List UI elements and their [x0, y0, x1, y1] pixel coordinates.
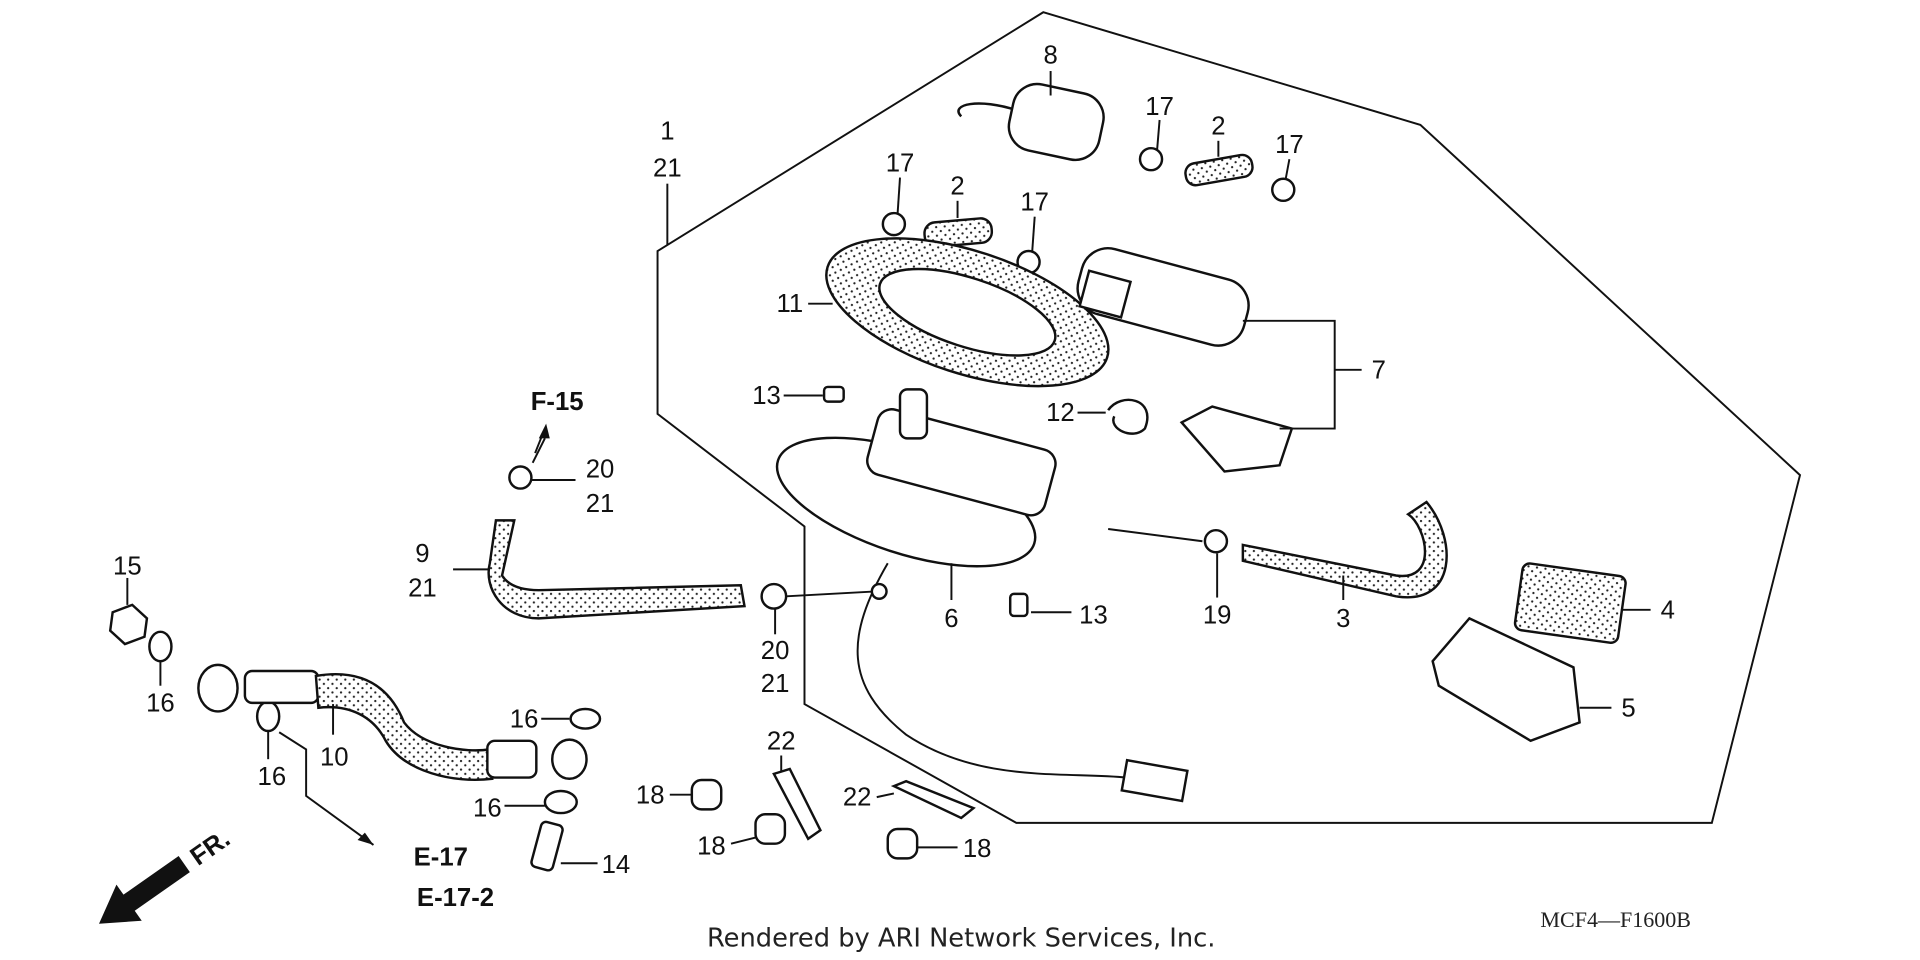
callout-16[interactable]: 16: [510, 705, 539, 733]
callout-18[interactable]: 18: [636, 781, 665, 809]
hose-clamp-part[interactable]: [760, 582, 888, 635]
nut-part[interactable]: [886, 827, 958, 860]
callout-17[interactable]: 17: [1145, 93, 1174, 121]
callout-20[interactable]: 20: [586, 456, 615, 484]
callout-17[interactable]: 17: [1020, 189, 1049, 217]
reference-e17-2[interactable]: E-17-2: [417, 884, 494, 912]
washer-part[interactable]: [541, 707, 602, 730]
front-label: FR.: [185, 825, 235, 872]
callout-22[interactable]: 22: [843, 784, 872, 812]
reference-arrow-e17: [278, 731, 375, 846]
fuel-pump-part[interactable]: [1072, 242, 1362, 473]
hose-part[interactable]: [1184, 140, 1254, 187]
callout-16[interactable]: 16: [258, 763, 287, 791]
callout-2[interactable]: 2: [1211, 113, 1225, 141]
callout-17[interactable]: 17: [886, 149, 915, 177]
nut-part[interactable]: [108, 577, 149, 646]
callout-21[interactable]: 21: [653, 154, 682, 182]
callout-7[interactable]: 7: [1372, 356, 1386, 384]
callout-8[interactable]: 8: [1043, 42, 1057, 70]
hose-part[interactable]: [923, 200, 994, 249]
callout-11[interactable]: 11: [776, 290, 803, 318]
screw-part[interactable]: [783, 385, 845, 403]
callout-19[interactable]: 19: [1203, 601, 1232, 629]
gasket-part[interactable]: [808, 209, 1126, 416]
brake-hose-part[interactable]: [197, 663, 588, 782]
callout-17[interactable]: 17: [1275, 131, 1304, 159]
cover-part[interactable]: [1431, 616, 1612, 743]
nut-part[interactable]: [730, 813, 787, 845]
bracket-part[interactable]: [772, 755, 822, 841]
callout-21[interactable]: 21: [586, 490, 615, 518]
hose-clamp-part[interactable]: [508, 437, 576, 490]
callout-labels: 1 21 8 17 2 17 17 2 17 11 7 13 12 20 21 …: [113, 42, 1675, 879]
callout-12[interactable]: 12: [1046, 399, 1075, 427]
callout-10[interactable]: 10: [320, 743, 349, 771]
callout-5[interactable]: 5: [1621, 694, 1635, 722]
callout-4[interactable]: 4: [1661, 596, 1675, 624]
callout-15[interactable]: 15: [113, 552, 142, 580]
reference-f15[interactable]: F-15: [531, 388, 584, 416]
callout-1[interactable]: 1: [660, 118, 674, 146]
callout-21[interactable]: 21: [408, 574, 437, 602]
diagram-code: MCF4—F1600B: [1540, 907, 1691, 932]
clip-part[interactable]: [1077, 398, 1149, 435]
callout-18[interactable]: 18: [963, 835, 992, 863]
callout-13[interactable]: 13: [752, 382, 781, 410]
callout-14[interactable]: 14: [602, 851, 631, 879]
bracket-part[interactable]: [876, 779, 976, 820]
nut-part[interactable]: [669, 778, 723, 811]
fuel-pump-base-part[interactable]: [762, 388, 1189, 803]
callout-3[interactable]: 3: [1336, 605, 1350, 633]
callout-9[interactable]: 9: [415, 540, 429, 568]
assembly-boundary: [656, 11, 1802, 824]
washer-part[interactable]: [255, 700, 281, 760]
fuel-filter-part[interactable]: [957, 71, 1108, 164]
washer-part[interactable]: [148, 630, 173, 686]
callout-2[interactable]: 2: [950, 173, 964, 201]
washer-part[interactable]: [504, 789, 578, 815]
callout-22[interactable]: 22: [767, 727, 796, 755]
screw-part[interactable]: [1008, 592, 1072, 618]
hose-clamp-part[interactable]: [1108, 528, 1229, 598]
hose-clamp-part[interactable]: [881, 177, 907, 237]
callout-21[interactable]: 21: [761, 670, 790, 698]
callout-18[interactable]: 18: [697, 833, 726, 861]
callout-16[interactable]: 16: [473, 795, 502, 823]
fuel-hose-part[interactable]: [453, 519, 746, 620]
hose-clamp-part[interactable]: [1138, 119, 1164, 172]
bolt-part[interactable]: [530, 820, 598, 872]
front-direction-arrow: FR.: [99, 825, 235, 924]
render-credit: Rendered by ARI Network Services, Inc.: [707, 924, 1216, 954]
hose-clamp-part[interactable]: [1271, 159, 1296, 203]
callout-6[interactable]: 6: [944, 605, 958, 633]
callout-16[interactable]: 16: [146, 689, 175, 717]
callout-13[interactable]: 13: [1079, 601, 1108, 629]
filter-sponge-part[interactable]: [1513, 562, 1651, 645]
fuel-hose-part[interactable]: [1241, 500, 1448, 600]
reference-e17[interactable]: E-17: [414, 844, 468, 872]
hose-clamp-part[interactable]: [1016, 216, 1041, 275]
callout-20[interactable]: 20: [761, 637, 790, 665]
